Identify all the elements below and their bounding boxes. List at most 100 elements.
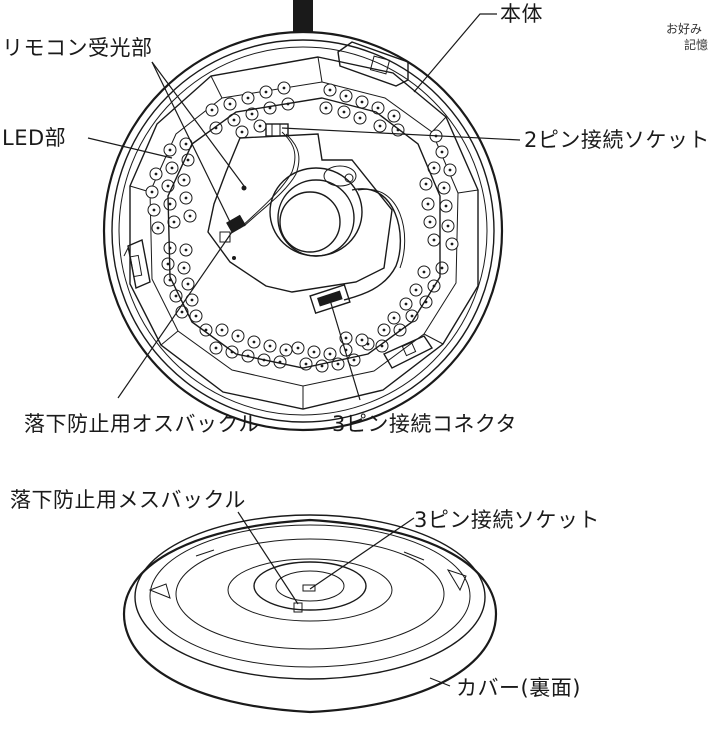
led-dot-center [360,338,364,342]
led-dots [145,81,459,373]
socket-2pin [265,123,289,137]
led-dot-center [440,150,444,154]
led-dot-center [422,270,426,274]
led-dot-center [190,298,194,302]
led-dot-center [426,202,430,206]
led-ring [129,56,479,410]
led-dot-center [392,114,396,118]
led-dot-center [180,310,184,314]
connector-3pin [309,283,351,315]
wires [239,131,406,301]
led-dot-center [328,352,332,356]
led-dot-center [282,86,286,90]
led-dot-center [448,168,452,172]
leader-lines [87,13,521,687]
label-connector-3pin: 3ピン接続コネクタ [332,412,518,436]
led-dot-center [410,314,414,318]
led-dot-center [184,142,188,146]
hanging-cord [293,0,313,32]
led-dot-center [204,328,208,332]
led-dot-center [342,110,346,114]
led-dot-center [312,350,316,354]
led-dot-center [210,108,214,112]
led-dot-center [172,220,176,224]
led-dot-center [376,106,380,110]
cover [122,514,498,714]
led-dot-center [228,102,232,106]
led-dot-center [440,266,444,270]
led-dot-center [446,224,450,228]
led-dot-center [324,106,328,110]
male-buckle [123,239,151,289]
led-dot-center [320,364,324,368]
led-dot-center [252,340,256,344]
label-socket-3pin: 3ピン接続ソケット [414,508,600,532]
led-dot-center [250,112,254,116]
inner-plate [167,97,441,369]
led-dot-center [152,208,156,212]
led-dot-center [424,182,428,186]
circuit-board [207,133,393,293]
led-dot-center [258,124,262,128]
led-dot-center [378,124,382,128]
led-dot-center [236,334,240,338]
remote-receiver [219,214,246,243]
led-dot-center [168,148,172,152]
led-dot-center [156,226,160,230]
label-socket-2pin: 2ピン接続ソケット [524,128,710,152]
label-drop-buckle-male: 落下防止用オスバックル [24,412,260,436]
led-dot-center [168,202,172,206]
led-dot-center [414,288,418,292]
led-dot-center [268,344,272,348]
led-dot-center [174,294,178,298]
led-dot-center [170,166,174,170]
led-dot-center [194,314,198,318]
led-dot-center [240,130,244,134]
led-dot-center [296,346,300,350]
led-dot-center [220,328,224,332]
led-dot-center [450,242,454,246]
led-dot-center [268,106,272,110]
top-clip [337,41,409,87]
label-body: 本体 [500,2,543,26]
led-dot-center [246,96,250,100]
led-dot-center [284,348,288,352]
led-dot-center [444,204,448,208]
label-remote-receiver: リモコン受光部 [2,36,153,60]
led-dot-center [358,116,362,120]
label-cover-back: カバー(裏面) [456,676,581,700]
led-dot-center [432,166,436,170]
led-dot-center [188,214,192,218]
led-dot-center [428,220,432,224]
led-dot-center [404,302,408,306]
led-dot-center [166,184,170,188]
led-dot-center [382,328,386,332]
led-dot-center [182,178,186,182]
led-dot-center [360,100,364,104]
led-dot-center [150,190,154,194]
led-dot-center [184,196,188,200]
main-body [102,30,504,432]
led-dot-center [182,266,186,270]
led-dot-center [328,88,332,92]
led-dot-center [380,344,384,348]
led-dot-center [232,118,236,122]
led-dot-center [304,362,308,366]
note-line-1: お好み [666,22,703,36]
led-dot-center [184,248,188,252]
led-dot-center [264,90,268,94]
led-dot-center [336,362,340,366]
led-dot-center [186,158,190,162]
label-led: LED部 [2,126,67,150]
led-dot-center [392,316,396,320]
led-dot-center [214,346,218,350]
led-dot-center [432,238,436,242]
led-dot-center [352,358,356,362]
note-line-2: 記憶 [684,38,709,52]
central-socket [269,165,363,257]
led-dot-center [186,282,190,286]
label-drop-buckle-female: 落下防止用メスバックル [10,488,246,512]
led-dot-center [344,94,348,98]
led-dot-center [344,336,348,340]
